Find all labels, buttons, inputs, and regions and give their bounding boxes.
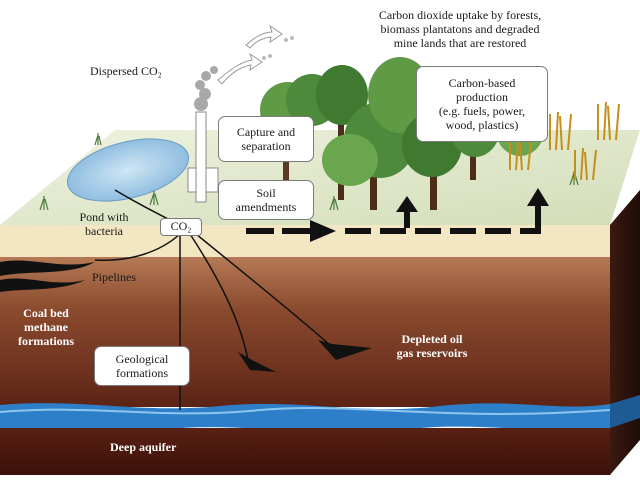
pipelines-label: Pipelines <box>92 270 136 284</box>
pond-label: Pond with bacteria <box>79 210 129 238</box>
uptake-label: Carbon dioxide uptake by forests, biomas… <box>378 8 542 50</box>
aquifer-band <box>0 403 610 433</box>
coal-bed-label: Coal bed methane formations <box>18 306 74 348</box>
deep-aquifer-label: Deep aquifer <box>110 440 177 454</box>
carbon-production-box: Carbon-based production (e.g. fuels, pow… <box>416 66 548 142</box>
capture-separation-box: Capture and separation <box>218 116 314 162</box>
co2-hub-label: CO₂ <box>160 218 202 236</box>
dispersal-arrow <box>217 52 263 85</box>
block-side <box>610 190 640 475</box>
reservoir-wedges <box>238 340 372 372</box>
depleted-reservoirs-label: Depleted oil gas reservoirs <box>396 332 468 360</box>
deep-layer <box>0 428 610 476</box>
pipelines <box>94 189 331 410</box>
soil-amendments-box: Soil amendments <box>218 180 314 220</box>
dispersed-co2-label: Dispersed CO₂ <box>90 64 162 78</box>
smoke <box>194 66 218 111</box>
wheat-crops <box>509 101 620 181</box>
coal-seam <box>0 260 95 276</box>
geological-formations-box: Geological formations <box>94 346 190 386</box>
flow-arrow <box>246 188 549 242</box>
pond <box>66 138 190 202</box>
smokestack <box>195 111 207 203</box>
